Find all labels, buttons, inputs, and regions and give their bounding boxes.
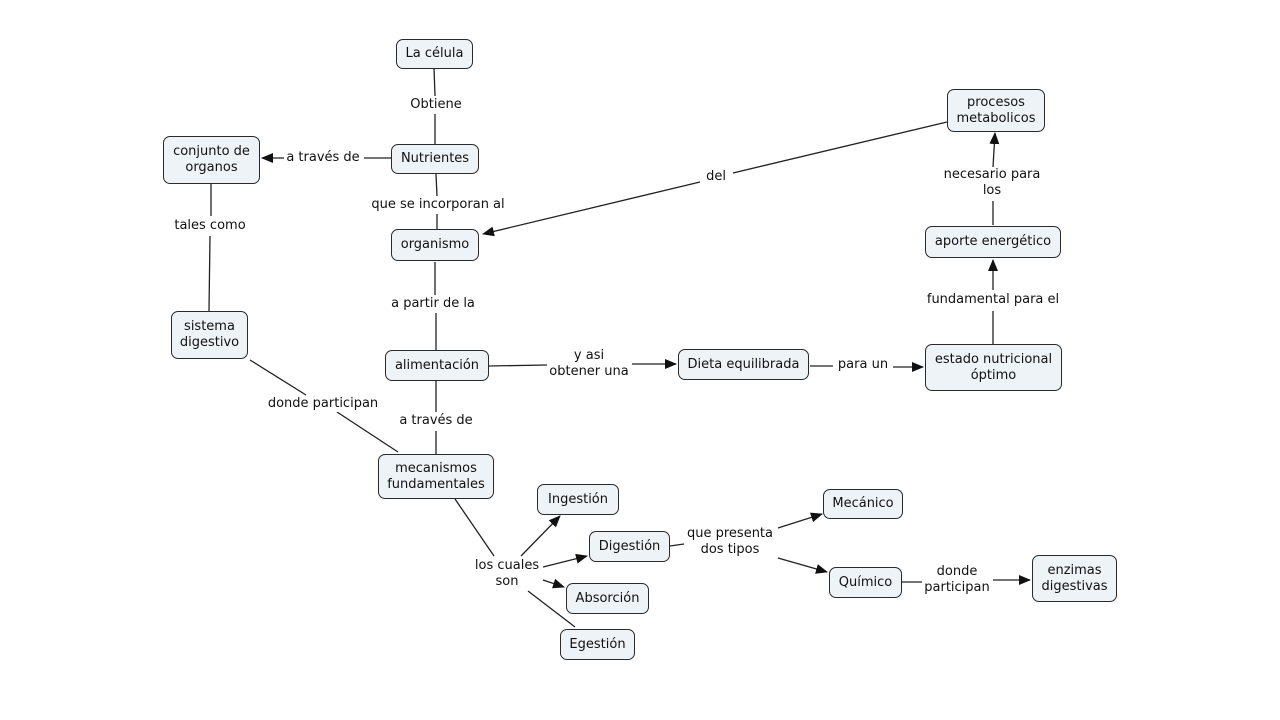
connector-celula-obtiene	[433, 67, 436, 97]
node-digestion[interactable]: Digestión	[589, 531, 670, 562]
node-dieta-equilibrada[interactable]: Dieta equilibrada	[678, 349, 809, 380]
link-label-y-asi-obtener-una: y asi obtener una	[547, 348, 631, 380]
connector-tales-sistema	[208, 235, 211, 312]
link-label-tales-como: tales como	[172, 218, 248, 234]
node-quimico[interactable]: Químico	[829, 567, 902, 598]
link-label-para-un: para un	[835, 357, 891, 373]
node-ingestion[interactable]: Ingestión	[537, 484, 619, 515]
connector-quepresenta-quimico	[777, 557, 828, 574]
connector-procesos-del	[732, 121, 948, 174]
connector-mecanismos-loscuales	[454, 498, 495, 557]
node-estado-nutricional[interactable]: estado nutricional óptimo	[925, 344, 1062, 391]
link-label-a-traves-de-2: a través de	[397, 413, 475, 429]
node-sistema-digestivo[interactable]: sistema digestivo	[171, 311, 248, 359]
connector-sistema-donde	[249, 359, 307, 396]
connector-nutrientes-incorporan	[435, 173, 438, 197]
node-nutrientes[interactable]: Nutrientes	[391, 144, 479, 174]
link-label-los-cuales-son: los cuales son	[472, 558, 542, 590]
node-alimentacion[interactable]: alimentación	[385, 350, 489, 381]
connector-loscuales-digestion	[542, 553, 588, 568]
node-enzimas-digestivas[interactable]: enzimas digestivas	[1032, 555, 1117, 602]
link-label-que-se-incorporan: que se incorporan al	[369, 197, 507, 213]
connector-necesario-procesos	[989, 132, 1000, 168]
connector-digestion-quepresenta	[669, 543, 685, 547]
link-label-donde-participan: donde participan	[265, 396, 381, 412]
node-egestion[interactable]: Egestión	[560, 629, 635, 660]
node-absorcion[interactable]: Absorción	[566, 583, 649, 614]
node-la-celula[interactable]: La célula	[396, 39, 473, 69]
link-label-a-partir-de-la: a partir de la	[389, 296, 477, 312]
connector-del-organismo	[482, 181, 701, 237]
link-label-obtiene: Obtiene	[408, 97, 464, 113]
connector-loscuales-egestion	[527, 590, 576, 628]
connector-loscuales-ingestion	[520, 515, 561, 557]
connector-alimentacion-yasi	[488, 364, 548, 367]
connector-quepresenta-mecanico	[777, 512, 823, 529]
link-label-donde-participan-2: donde participan	[922, 564, 992, 596]
node-mecanico[interactable]: Mecánico	[823, 489, 903, 519]
link-label-necesario-para-los: necesario para los	[941, 167, 1043, 199]
node-conjunto-organos[interactable]: conjunto de organos	[163, 136, 260, 184]
connector-donde-mecanismos	[336, 411, 399, 453]
link-label-del: del	[704, 169, 728, 185]
node-aporte-energetico[interactable]: aporte energético	[925, 226, 1061, 258]
connector-loscuales-absorcion	[542, 578, 565, 589]
link-label-que-presenta-dos-tipos: que presenta dos tipos	[684, 526, 776, 558]
link-label-a-traves-de: a través de	[284, 150, 362, 166]
node-mecanismos-fundamentales[interactable]: mecanismos fundamentales	[378, 454, 494, 499]
link-label-fundamental-para-el: fundamental para el	[924, 292, 1062, 308]
node-procesos-metabolicos[interactable]: procesos metabolicos	[947, 89, 1045, 132]
node-organismo[interactable]: organismo	[391, 229, 479, 261]
